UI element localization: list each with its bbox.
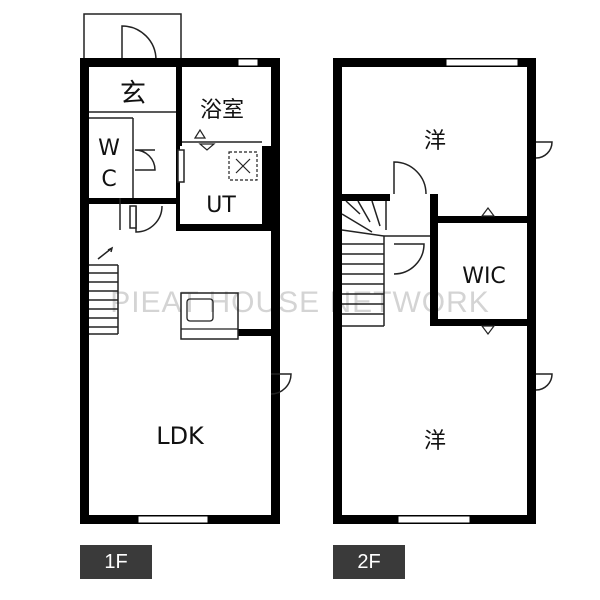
wic-door-mark-bottom bbox=[480, 325, 496, 335]
room-label-wc-w: W bbox=[98, 136, 120, 161]
floor-1-thin-lines bbox=[89, 111, 262, 230]
room-label-entrance: 玄 bbox=[120, 79, 146, 109]
kitchen-sink bbox=[186, 298, 214, 322]
landing-door-swing bbox=[393, 243, 425, 275]
window-bottom bbox=[137, 515, 209, 524]
room-label-western-bottom: 洋 bbox=[424, 429, 446, 454]
washer-drain-mark bbox=[235, 158, 251, 174]
ut-door-jamb bbox=[177, 149, 185, 183]
floor-2-plan: 洋 WIC 洋 bbox=[333, 58, 553, 524]
hall-door-jamb bbox=[129, 205, 137, 229]
kitchen-counter bbox=[180, 292, 239, 340]
window-top-right bbox=[237, 58, 259, 67]
floor-2-interior-walls bbox=[342, 194, 536, 326]
stair-hall-door-swing bbox=[393, 161, 427, 195]
ut-access-mark bbox=[198, 143, 216, 151]
wc-door-swing bbox=[134, 149, 156, 171]
bath-vent-mark bbox=[193, 128, 207, 139]
floor-1-stairs bbox=[89, 246, 119, 335]
floor-tag-1f: 1F bbox=[80, 545, 152, 579]
room-label-western-top: 洋 bbox=[424, 129, 446, 154]
room-2f-bottom-door-swing bbox=[535, 373, 553, 391]
room-label-bath: 浴室 bbox=[200, 98, 244, 123]
washer-pan bbox=[228, 151, 258, 181]
entrance-door-swing bbox=[121, 25, 157, 61]
watermark-text: PIEAT HOUSE NETWORK bbox=[110, 286, 490, 319]
window-2f-bottom bbox=[397, 515, 471, 524]
room-2f-top-door-swing bbox=[535, 141, 553, 159]
hall-door-swing bbox=[135, 205, 163, 233]
window-2f-top bbox=[445, 58, 519, 67]
floor-2-thin-lines bbox=[342, 235, 430, 327]
floor-tag-2f: 2F bbox=[333, 545, 405, 579]
floor-1-plan: 玄 浴室 W C UT LDK bbox=[80, 13, 292, 524]
floor-1-interior-walls bbox=[84, 64, 274, 336]
floor-2-stairs bbox=[341, 200, 387, 315]
porch-outline bbox=[83, 13, 182, 61]
ldk-door-swing bbox=[270, 373, 292, 395]
room-label-utility: UT bbox=[206, 193, 236, 218]
room-label-wc-c: C bbox=[101, 167, 116, 192]
room-label-wic: WIC bbox=[462, 264, 506, 289]
wic-door-mark-top bbox=[480, 207, 496, 217]
room-label-ldk: LDK bbox=[156, 422, 205, 450]
